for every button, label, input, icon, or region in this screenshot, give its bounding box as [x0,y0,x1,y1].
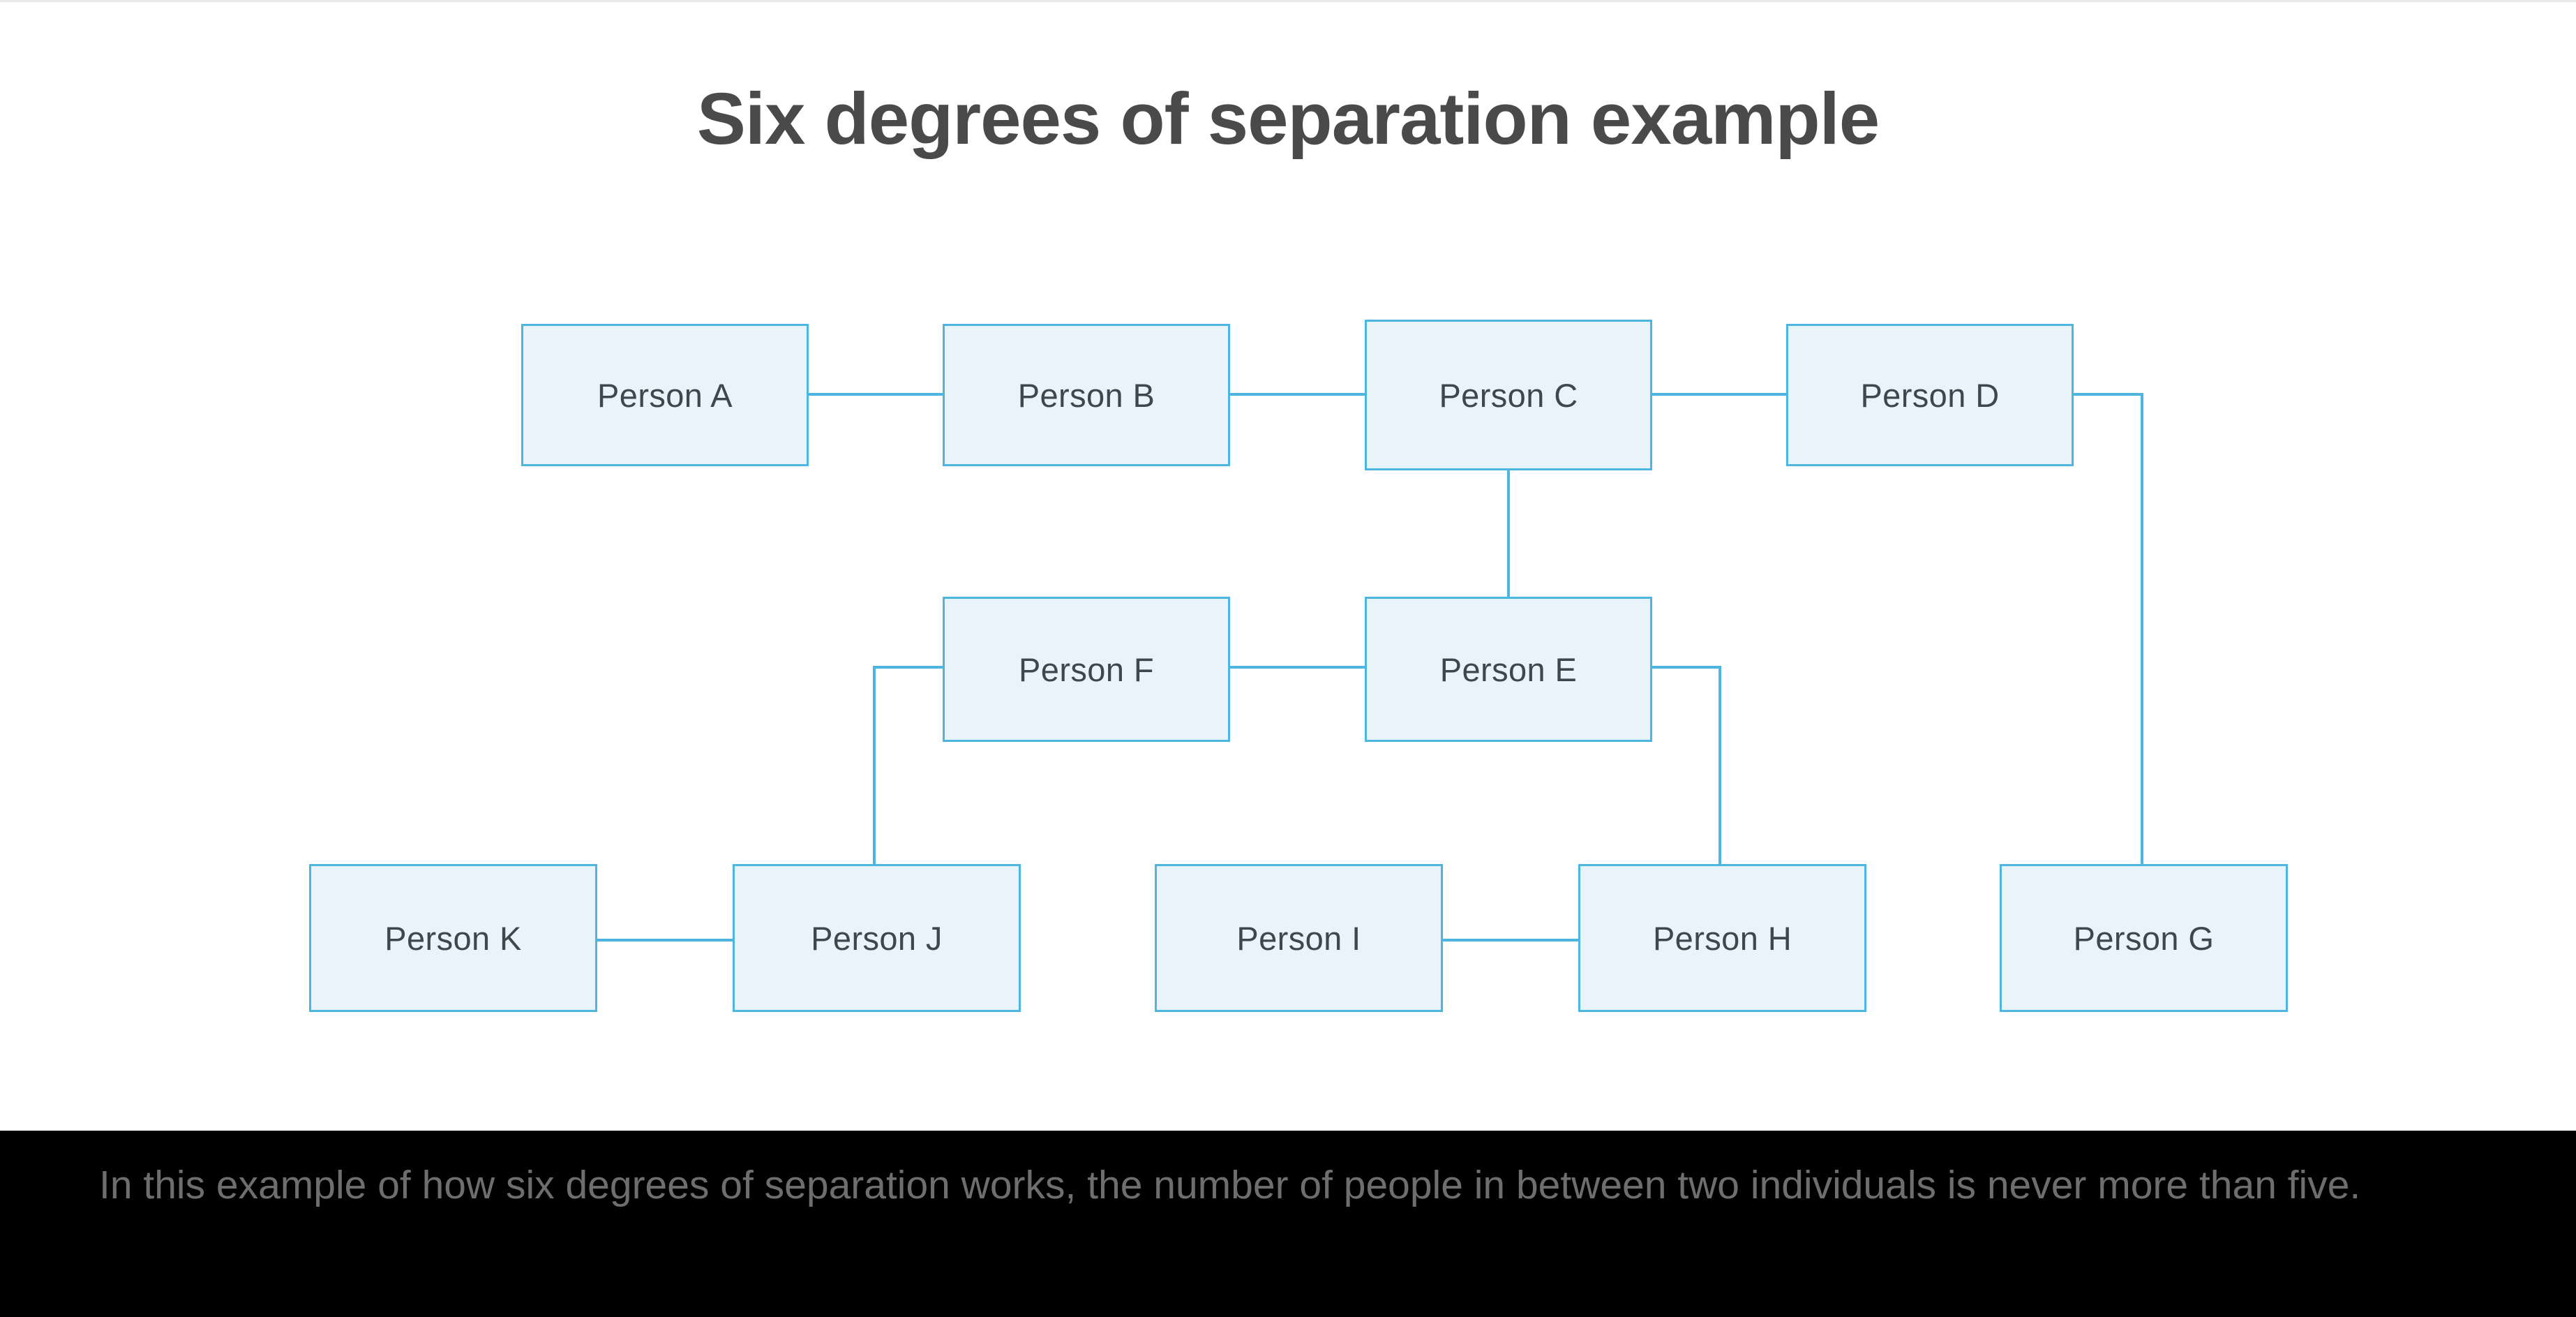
edge-b-c [1228,393,1367,396]
edge-c-e [1507,465,1510,599]
node-person-e[interactable]: Person E [1365,597,1652,742]
edge-k-j [597,939,734,942]
edge-f-e [1228,666,1367,669]
node-person-f[interactable]: Person F [943,597,1230,742]
edge-d-g-vertical [2141,393,2143,867]
node-person-a[interactable]: Person A [521,324,809,466]
node-person-d[interactable]: Person D [1786,324,2074,466]
node-label-person-b: Person B [1017,376,1155,414]
node-person-i[interactable]: Person I [1155,864,1443,1012]
node-person-h[interactable]: Person H [1578,864,1866,1012]
node-label-person-j: Person J [811,919,943,957]
edge-d-g-horizontal [2072,393,2143,396]
node-label-person-k: Person K [384,919,522,957]
edge-i-h [1443,939,1580,942]
node-person-k[interactable]: Person K [309,864,597,1012]
edge-a-b [807,393,945,396]
node-label-person-g: Person G [2073,919,2215,957]
node-person-b[interactable]: Person B [943,324,1230,466]
caption-bar: In this example of how six degrees of se… [0,1131,2576,1317]
node-label-person-f: Person F [1019,650,1154,688]
top-hairline-divider [0,0,2576,2]
node-label-person-d: Person D [1860,376,2000,414]
node-label-person-i: Person I [1236,919,1361,957]
page-title: Six degrees of separation example [696,78,1880,160]
figure-area: Six degrees of separation example [0,2,2576,1131]
node-label-person-h: Person H [1652,919,1792,957]
node-person-j[interactable]: Person J [733,864,1021,1012]
node-label-person-e: Person E [1439,650,1578,688]
edge-f-j-vertical [873,666,876,867]
node-person-g[interactable]: Person G [2000,864,2288,1012]
edge-f-j-horizontal [873,666,943,669]
node-label-person-a: Person A [597,376,733,414]
edge-c-d [1651,393,1789,396]
caption-text: In this example of how six degrees of se… [99,1163,2361,1207]
edge-e-h-horizontal [1651,666,1721,669]
edge-e-h-vertical [1718,666,1721,867]
node-person-c[interactable]: Person C [1365,320,1652,470]
node-label-person-c: Person C [1439,376,1578,414]
six-degrees-diagram: Person A Person B Person C Person D Pers… [0,2,2576,1133]
